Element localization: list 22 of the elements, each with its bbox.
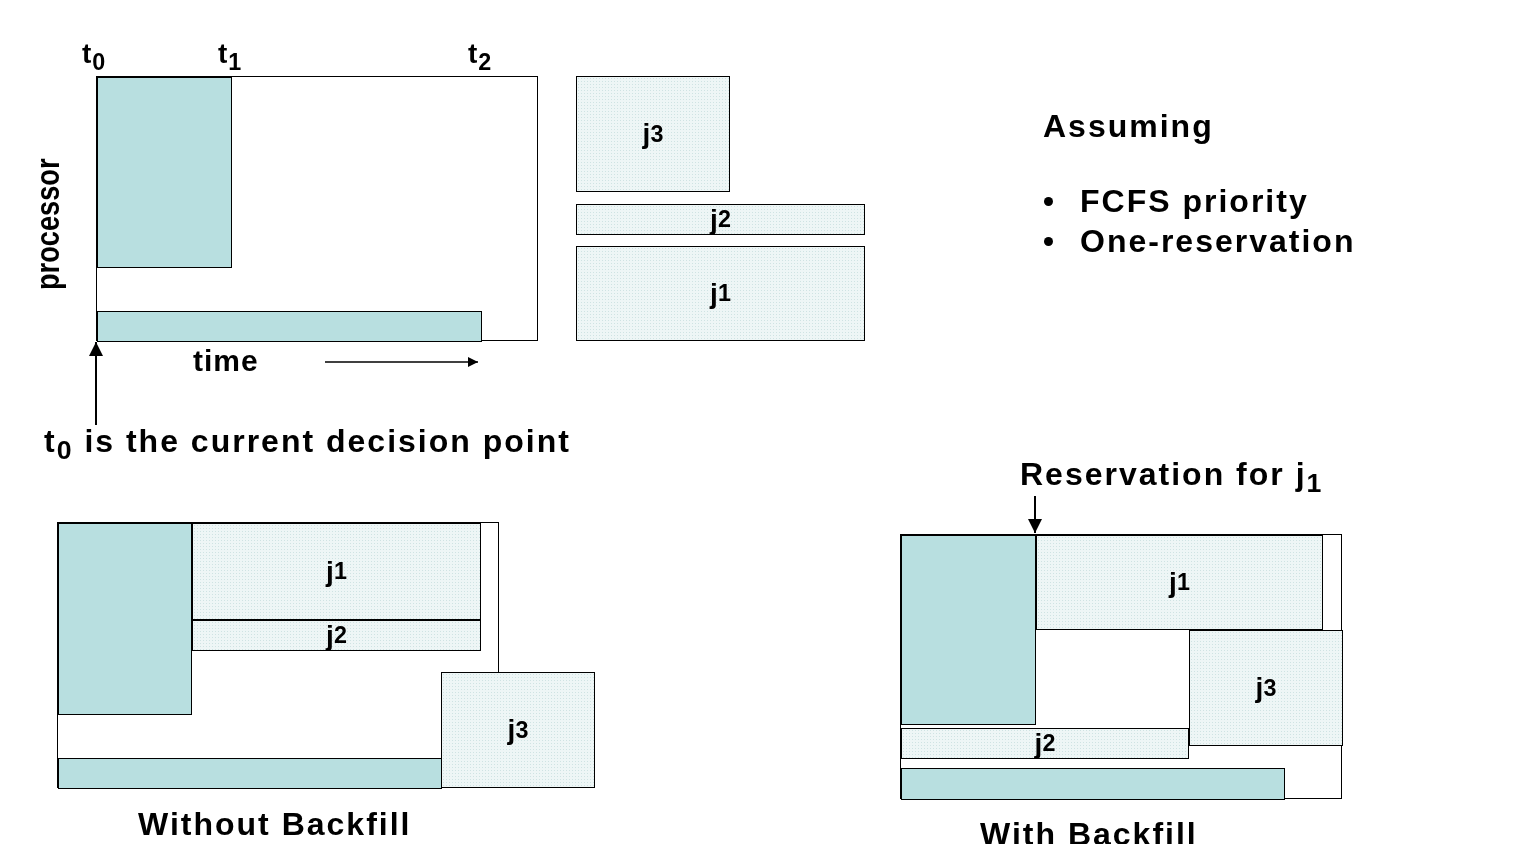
running-job-bar [97, 77, 232, 268]
list-item-text: One-reservation [1080, 225, 1356, 257]
running-job-bar [58, 523, 192, 715]
running-job-bar [901, 768, 1285, 800]
caption-text: Without Backfill [138, 808, 412, 840]
running-job-bar [97, 311, 482, 342]
axis-label: processor [30, 158, 64, 290]
heading-text: Assuming [1043, 110, 1214, 142]
schedule-frame [96, 76, 538, 341]
annotation-text: Reservation for j$_{1}$ [1020, 458, 1500, 495]
axis-label: time [193, 346, 259, 376]
arrow [89, 341, 103, 426]
schedule-frame [57, 522, 499, 788]
tick-label: t$_{2}$ [468, 40, 493, 74]
running-job-bar [58, 758, 442, 789]
annotation-text: t$_{0}$ is the current decision point [44, 425, 874, 461]
list-item-text: FCFS priority [1080, 185, 1309, 217]
running-job-bar [901, 535, 1036, 725]
tick-label: t$_{1}$ [218, 40, 243, 74]
schedule-frame [900, 534, 1342, 799]
tick-label: t$_{0}$ [82, 40, 107, 74]
arrow [1028, 495, 1042, 534]
